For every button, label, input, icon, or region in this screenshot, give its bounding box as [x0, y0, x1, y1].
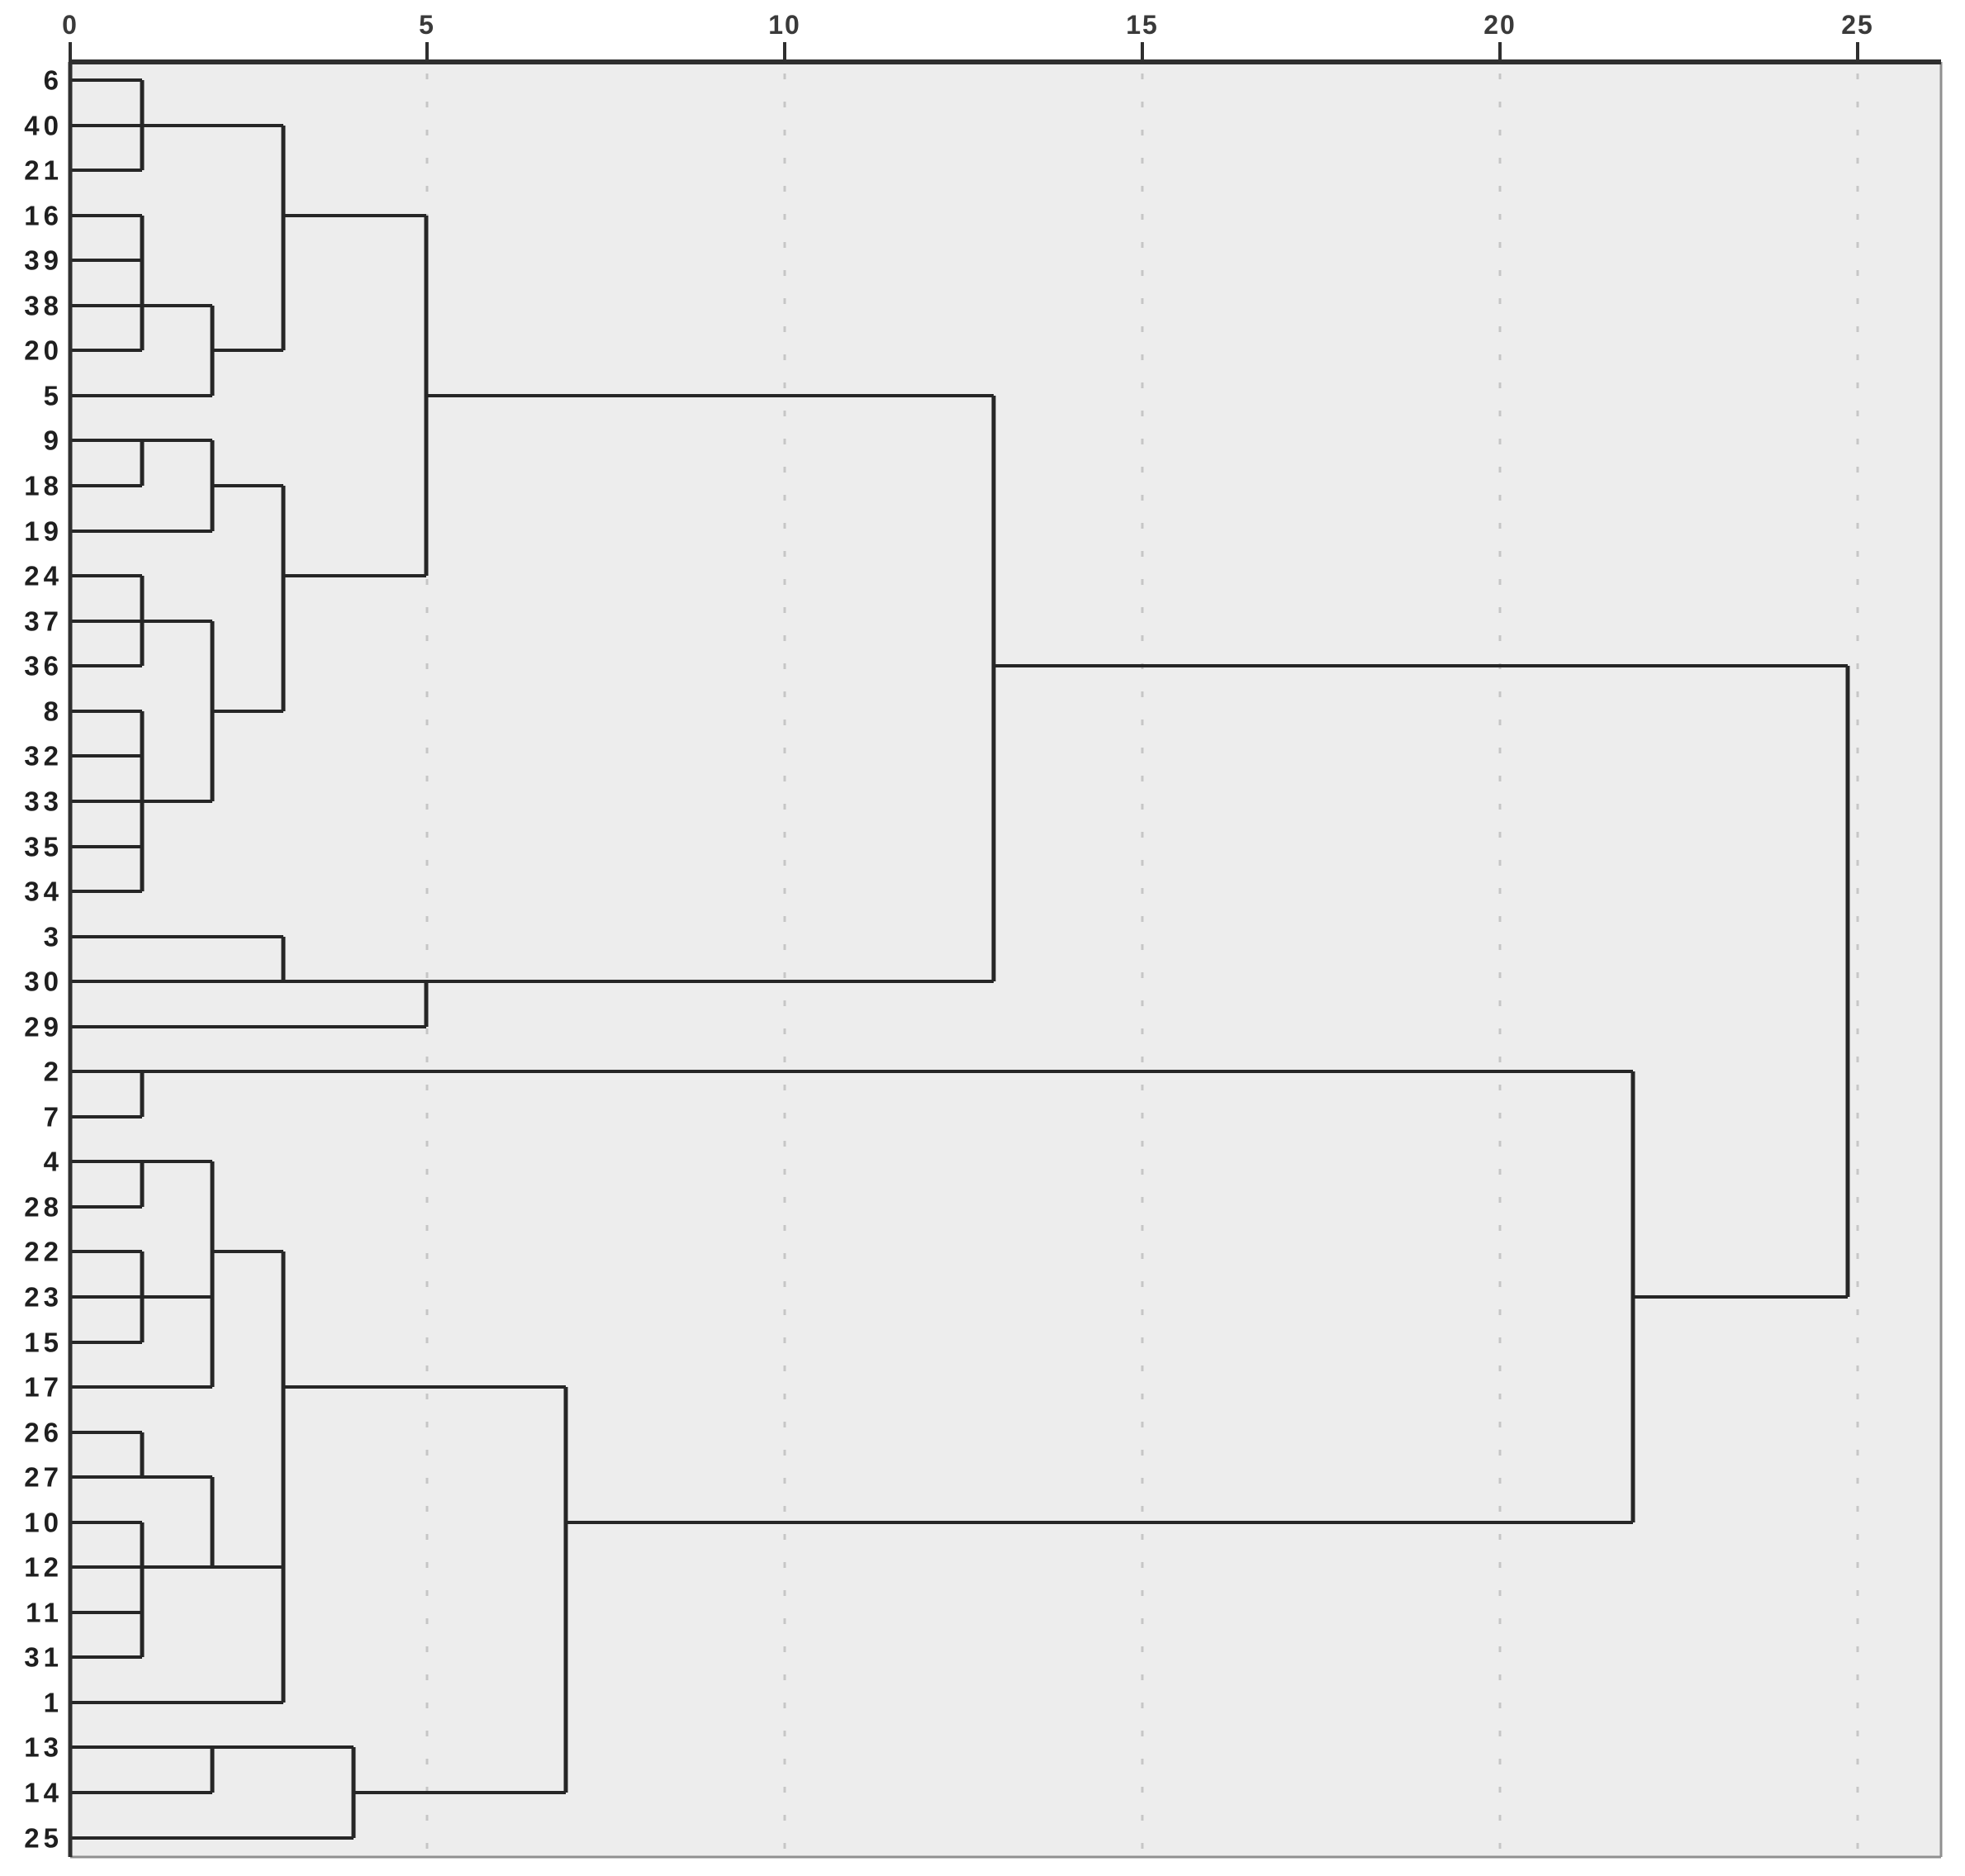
leaf-label-23: 23: [24, 1282, 63, 1313]
leaf-label-13: 13: [24, 1732, 63, 1763]
leaf-label-12: 12: [24, 1552, 63, 1583]
tick-label-20: 20: [1483, 10, 1516, 40]
leaf-label-21: 21: [24, 155, 63, 186]
tick-label-5: 5: [419, 10, 435, 40]
leaf-label-38: 38: [24, 291, 63, 321]
leaf-label-37: 37: [24, 606, 63, 637]
leaf-label-34: 34: [24, 876, 63, 907]
leaf-label-26: 26: [24, 1418, 63, 1448]
leaf-label-14: 14: [24, 1778, 63, 1808]
leaf-label-15: 15: [24, 1327, 63, 1358]
leaf-label-16: 16: [24, 201, 63, 231]
leaf-label-17: 17: [24, 1372, 63, 1403]
tick-label-15: 15: [1126, 10, 1159, 40]
leaf-label-1: 1: [44, 1688, 63, 1718]
tick-label-10: 10: [768, 10, 801, 40]
leaf-label-10: 10: [24, 1508, 63, 1538]
leaf-label-20: 20: [24, 335, 63, 366]
leaf-label-22: 22: [24, 1237, 63, 1267]
leaf-label-7: 7: [44, 1102, 63, 1133]
leaf-label-2: 2: [44, 1057, 63, 1087]
leaf-label-4: 4: [44, 1147, 63, 1177]
leaf-label-29: 29: [24, 1012, 63, 1042]
leaf-label-30: 30: [24, 966, 63, 997]
leaf-label-11: 11: [26, 1598, 63, 1628]
leaf-label-27: 27: [24, 1462, 63, 1493]
leaf-label-31: 31: [24, 1642, 63, 1673]
leaf-label-9: 9: [44, 425, 63, 456]
leaf-label-24: 24: [24, 561, 63, 591]
tick-label-0: 0: [62, 10, 78, 40]
leaf-label-32: 32: [24, 741, 63, 772]
leaf-label-28: 28: [24, 1192, 63, 1223]
leaf-label-25: 25: [24, 1823, 63, 1854]
tick-label-25: 25: [1841, 10, 1874, 40]
leaf-label-18: 18: [24, 471, 63, 501]
leaf-label-5: 5: [44, 381, 63, 411]
leaf-label-6: 6: [44, 65, 63, 96]
leaf-label-35: 35: [24, 832, 63, 862]
leaf-label-36: 36: [24, 651, 63, 682]
leaf-label-8: 8: [44, 696, 63, 727]
plot-background: [70, 62, 1941, 1857]
leaf-label-19: 19: [24, 516, 63, 547]
leaf-label-3: 3: [44, 922, 63, 952]
leaf-label-39: 39: [24, 245, 63, 276]
leaf-label-40: 40: [24, 111, 63, 141]
leaf-label-33: 33: [24, 786, 63, 817]
